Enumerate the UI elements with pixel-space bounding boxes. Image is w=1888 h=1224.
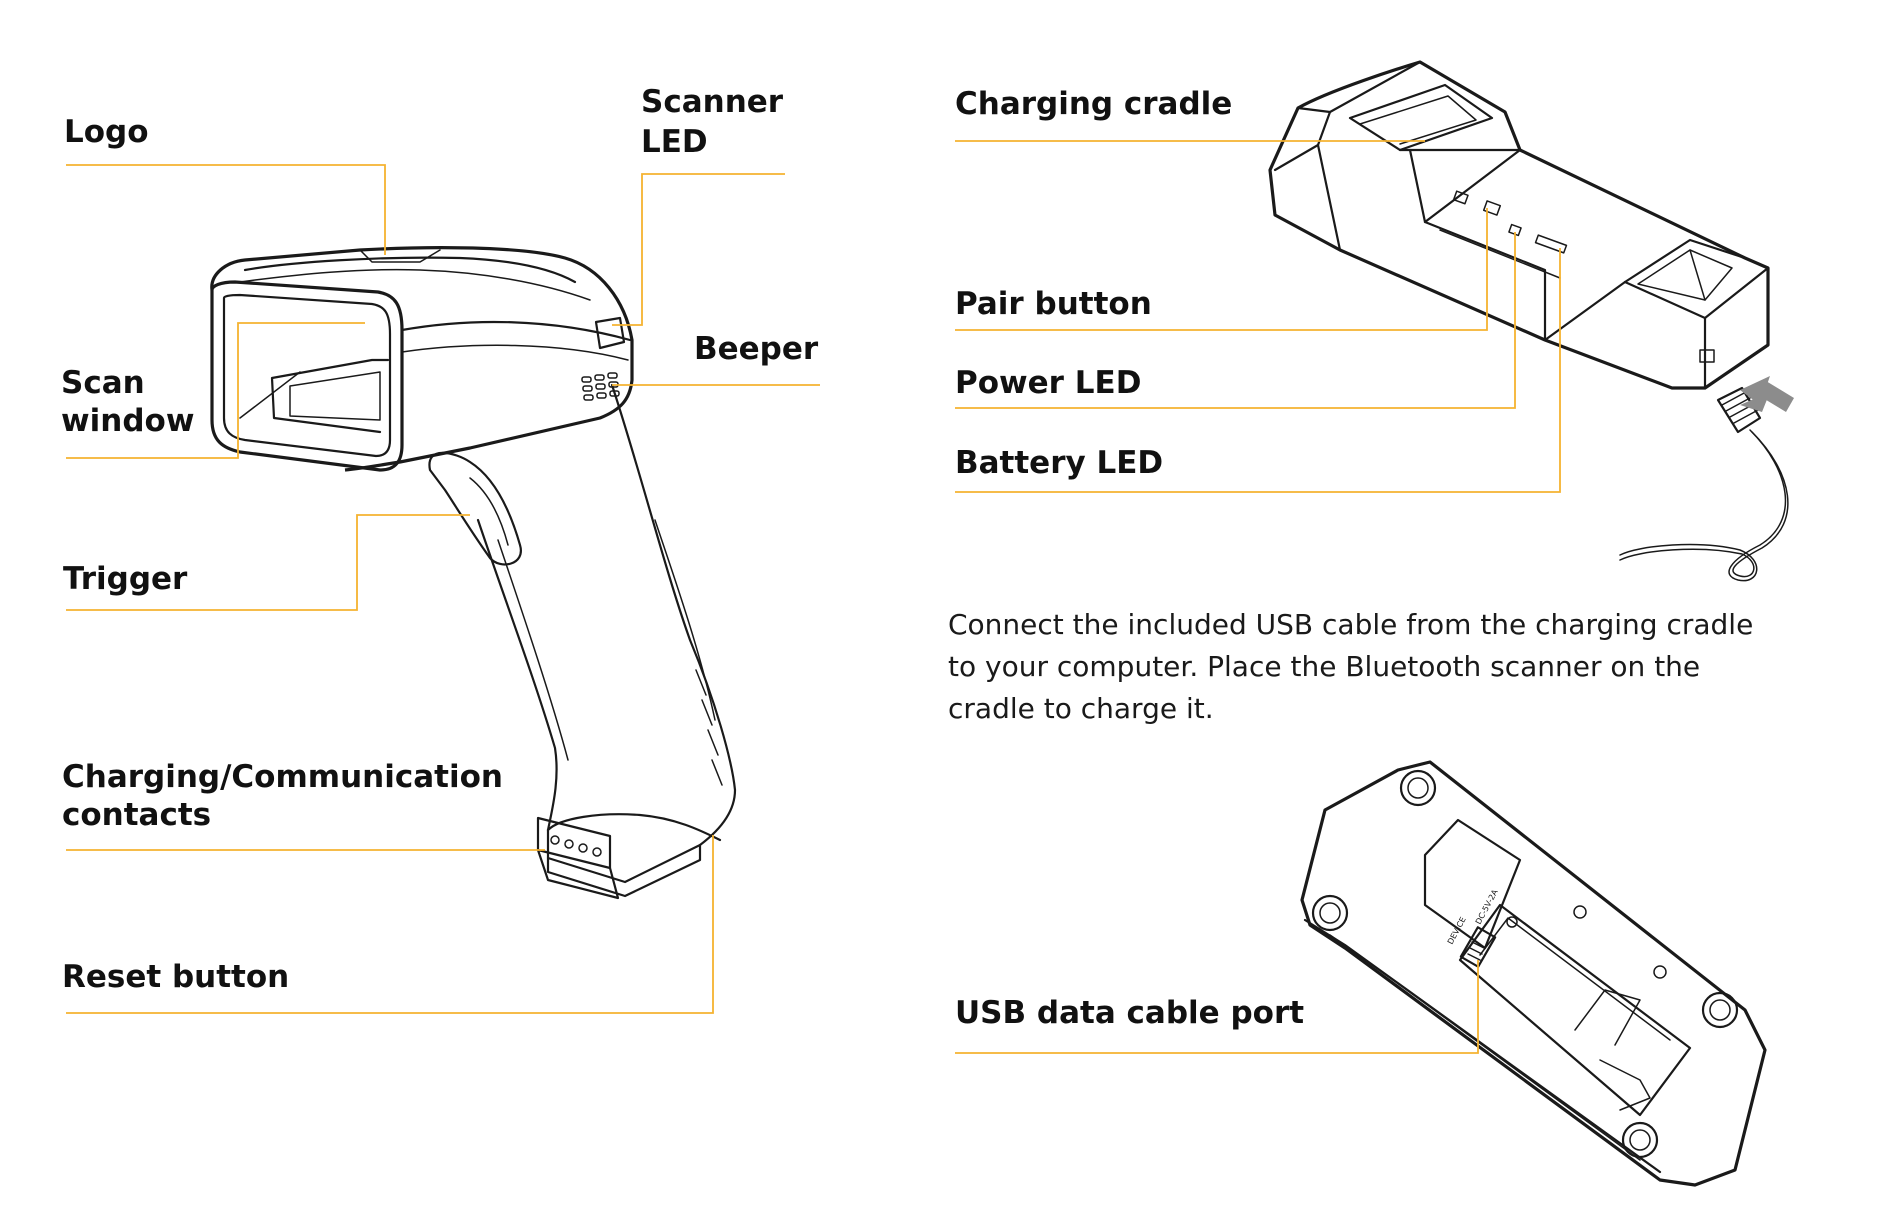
label-reset-button: Reset button [62, 959, 290, 995]
leader-lines [66, 140, 1561, 1054]
label-scan-window-line1: Scan [61, 365, 145, 401]
label-pair-button: Pair button [955, 286, 1152, 322]
label-scanner-led-line2: LED [641, 124, 708, 160]
leader-usb-port [955, 960, 1479, 1054]
label-power-led: Power LED [955, 365, 1142, 401]
device-marking: DEVICE [1446, 916, 1468, 946]
connection-instructions: Connect the included USB cable from the … [948, 604, 1848, 730]
label-contacts-line2: contacts [62, 797, 212, 833]
cradle-underside-illustration: DEVICE DC-5V-2A [1300, 760, 1767, 1187]
instruction-line-3: cradle to charge it. [948, 692, 1214, 725]
label-trigger: Trigger [63, 561, 188, 597]
leader-scan-window [66, 322, 365, 459]
leader-logo [66, 164, 386, 255]
leader-power-led [955, 232, 1516, 409]
label-scan-window-line2: window [61, 403, 195, 439]
leader-pair-button [955, 208, 1488, 331]
leader-battery-led [955, 248, 1561, 493]
leader-trigger [66, 514, 470, 611]
charging-cradle-illustration [1268, 60, 1794, 582]
leader-scanner-led [612, 173, 785, 326]
instruction-line-1: Connect the included USB cable from the … [948, 608, 1754, 641]
instruction-line-2: to your computer. Place the Bluetooth sc… [948, 650, 1701, 683]
leader-reset [66, 835, 714, 1014]
label-logo: Logo [64, 114, 149, 150]
label-usb-port: USB data cable port [955, 995, 1305, 1031]
label-beeper: Beeper [694, 331, 819, 367]
barcode-scanner-illustration [210, 246, 737, 900]
label-scanner-led-line1: Scanner [641, 84, 784, 120]
label-battery-led: Battery LED [955, 445, 1164, 481]
label-charging-cradle: Charging cradle [955, 86, 1233, 122]
label-contacts-line1: Charging/Communication [62, 759, 503, 795]
